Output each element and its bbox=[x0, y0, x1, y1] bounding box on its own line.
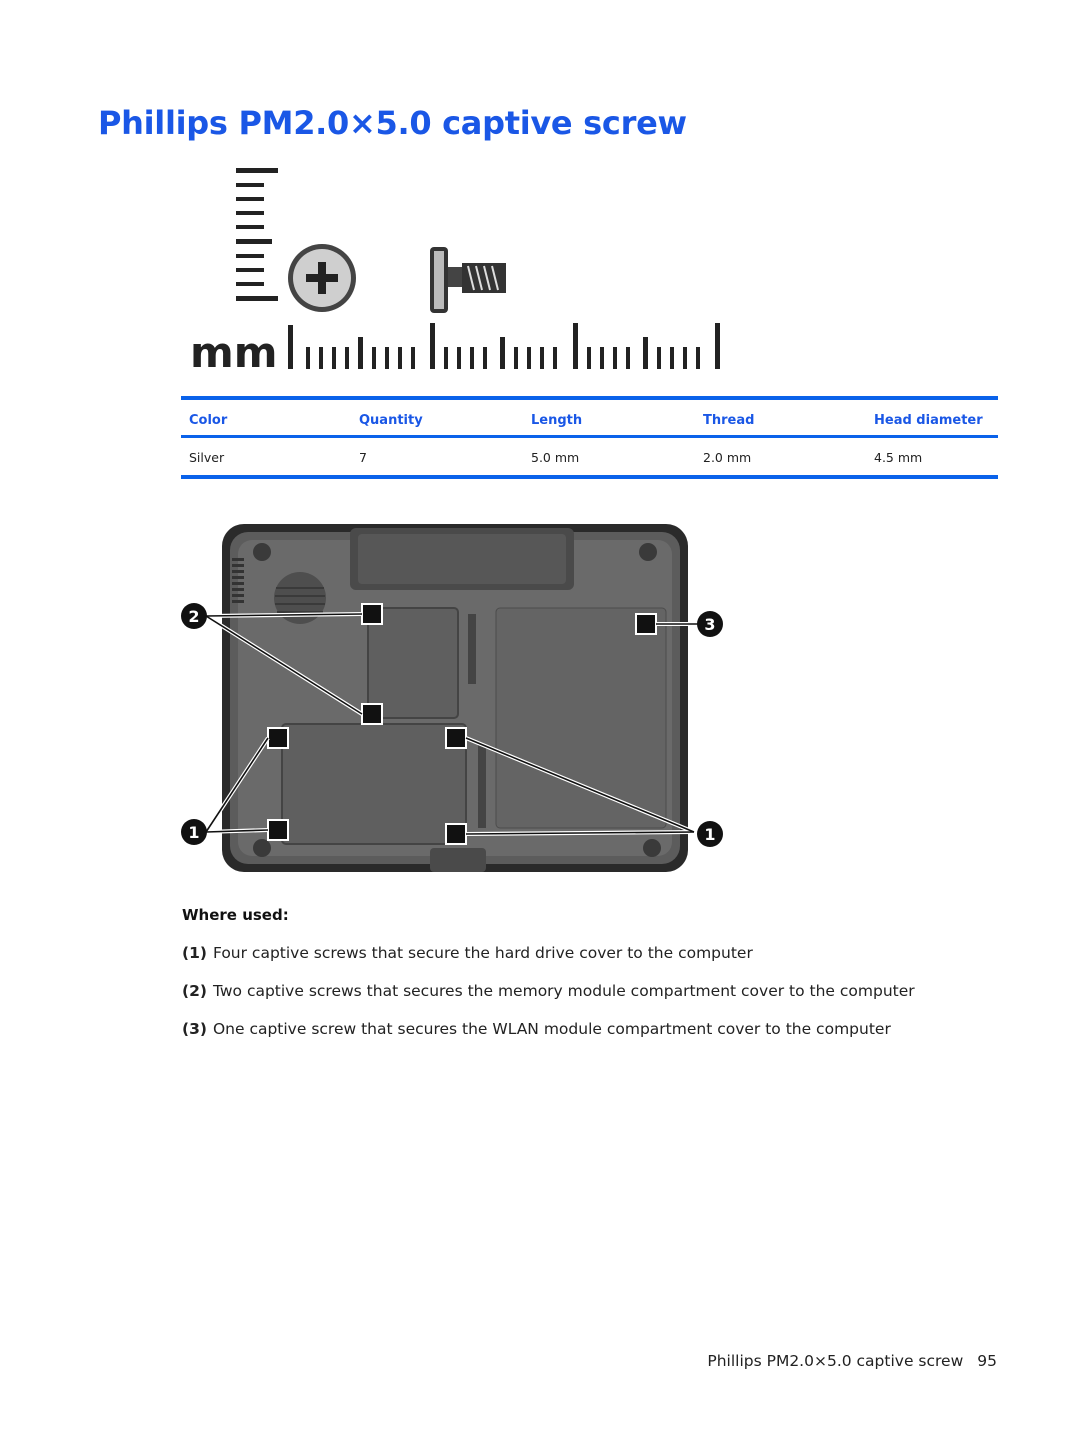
screw-markers bbox=[267, 603, 657, 845]
cell-length: 5.0 mm bbox=[531, 450, 580, 465]
page-number: 95 bbox=[977, 1352, 997, 1370]
list-item: (1) Four captive screws that secure the h… bbox=[182, 944, 1022, 962]
callout-1-left-label: 1 bbox=[188, 823, 199, 842]
usage-text: Two captive screws that secures the memo… bbox=[212, 982, 915, 1000]
screw-side-view bbox=[430, 247, 506, 313]
footer-title: Phillips PM2.0×5.0 captive screw bbox=[707, 1352, 964, 1370]
screw-spec-table: Color Quantity Length Thread Head diamet… bbox=[181, 396, 998, 479]
usage-number: (1) bbox=[182, 944, 207, 962]
callout-1-left: 1 bbox=[181, 819, 207, 845]
horizontal-mm-scale bbox=[288, 323, 720, 369]
header-head-diameter: Head diameter bbox=[874, 413, 983, 428]
where-used-list: (1) Four captive screws that secure the h… bbox=[182, 944, 1022, 1058]
usage-number: (2) bbox=[182, 982, 207, 1000]
callout-3: 3 bbox=[697, 611, 723, 637]
header-length: Length bbox=[531, 413, 583, 428]
usage-text: Four captive screws that secure the hard… bbox=[212, 944, 753, 962]
table-row: Silver 7 5.0 mm 2.0 mm 4.5 mm bbox=[181, 437, 998, 477]
cell-head-diameter: 4.5 mm bbox=[874, 450, 923, 465]
screw-head-top-view bbox=[288, 244, 356, 312]
header-thread: Thread bbox=[703, 413, 755, 428]
cell-color: Silver bbox=[189, 450, 225, 465]
callout-2: 2 bbox=[181, 603, 207, 629]
page-title: Phillips PM2.0×5.0 captive screw bbox=[98, 104, 687, 142]
table-header-row: Color Quantity Length Thread Head diamet… bbox=[181, 398, 998, 437]
page-footer: Phillips PM2.0×5.0 captive screw 95 bbox=[707, 1352, 997, 1370]
callout-2-label: 2 bbox=[188, 607, 199, 626]
vertical-mm-scale bbox=[236, 168, 278, 301]
header-color: Color bbox=[189, 413, 228, 428]
computer-bottom-illustration: 2 3 1 1 bbox=[181, 524, 723, 872]
scale-unit-label: mm bbox=[190, 328, 278, 375]
header-quantity: Quantity bbox=[359, 413, 423, 428]
where-used-heading: Where used: bbox=[182, 906, 289, 924]
list-item: (2) Two captive screws that secures the m… bbox=[182, 982, 1022, 1000]
callout-1-right: 1 bbox=[697, 821, 723, 847]
callout-3-label: 3 bbox=[704, 615, 715, 634]
cell-thread: 2.0 mm bbox=[703, 450, 752, 465]
usage-number: (3) bbox=[182, 1020, 207, 1038]
usage-text: One captive screw that secures the WLAN … bbox=[212, 1020, 891, 1038]
callout-1-right-label: 1 bbox=[704, 825, 715, 844]
cell-quantity: 7 bbox=[359, 450, 367, 465]
screw-illustration: mm bbox=[190, 168, 720, 375]
list-item: (3) One captive screw that secures the WL… bbox=[182, 1020, 1022, 1038]
